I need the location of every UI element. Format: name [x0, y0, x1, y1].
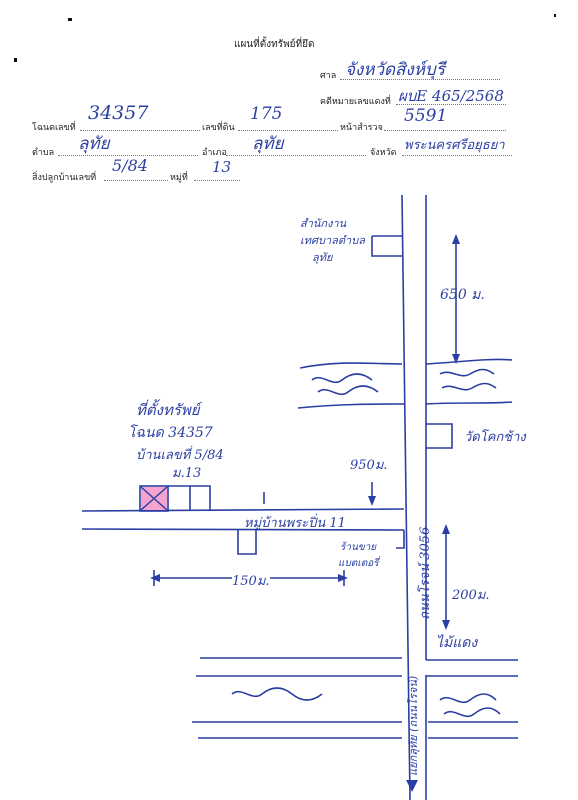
court-dotline: [340, 79, 500, 80]
canal-upper-top: [299, 362, 403, 369]
wave: [317, 385, 379, 396]
wave: [231, 687, 323, 701]
arrow-650-top: [452, 234, 460, 244]
district-label: อำเภอ: [202, 148, 227, 158]
office-label-2: เทศบาลตำบล: [300, 234, 365, 247]
land-no-label: เลขที่ดิน: [202, 123, 235, 133]
survey-label: หน้าสำรวจ: [340, 123, 383, 133]
property-label-4: ม.13: [172, 466, 202, 481]
shop-label-2: แบตเตอรี่: [338, 558, 379, 569]
mai-daeng-label: ไม้แดง: [436, 635, 478, 651]
arrow-150-left: [150, 574, 160, 582]
junction-label: แยกลุทัย (ถนนโรจน์): [407, 675, 420, 776]
arrow-650-bottom: [452, 354, 460, 364]
subdistrict-dotline: [58, 155, 198, 156]
temple-building: [426, 423, 453, 449]
main-road-label: ถนนโรจน์ 3056: [418, 526, 433, 620]
subdistrict-label: ตำบล: [32, 148, 55, 158]
district-value: ลุทัย: [252, 134, 284, 154]
scan-speck: [68, 18, 72, 21]
office-label-1: สำนักงาน: [300, 217, 347, 230]
temple-label: วัดโคกช้าง: [464, 430, 526, 445]
court-value: จังหวัดสิงห์บุรี: [345, 60, 445, 80]
neighbor-plot: [168, 485, 211, 511]
wave: [441, 382, 497, 391]
deed-label: โฉนดเลขที่: [32, 123, 76, 133]
distance-950-label: 950ม.: [350, 458, 388, 473]
case-label: คดีหมายเลขแดงที่: [320, 97, 391, 107]
canal-upper-bottom: [297, 403, 405, 409]
land-no-value: 175: [250, 104, 283, 124]
province-dotline: [402, 155, 512, 156]
wave: [439, 693, 497, 704]
moo-value: 13: [212, 158, 232, 176]
court-label: ศาล: [320, 71, 337, 81]
arrow-950-bottom: [368, 496, 376, 506]
house-dotline: [104, 180, 168, 181]
property-plot-outline: [139, 485, 169, 512]
soi-stub: [237, 530, 257, 555]
district-dotline: [226, 155, 366, 156]
province-label: จังหวัด: [370, 148, 397, 158]
canal-upper-top-right: [425, 358, 513, 365]
shop-building: [396, 530, 405, 549]
survey-dotline: [384, 130, 506, 131]
distance-200-label: 200ม.: [452, 588, 490, 603]
canal-upper-bottom-right: [425, 401, 513, 405]
scan-speck: [554, 14, 556, 17]
deed-value: 34357: [88, 102, 149, 124]
property-label-1: ที่ตั้งทรัพย์: [136, 401, 200, 419]
arrow-down-junction: [406, 780, 418, 792]
office-label-3: ลุทัย: [312, 251, 333, 264]
page-title: แผนที่ตั้งทรัพย์ที่ยึด: [234, 39, 315, 50]
arrow-200-top: [442, 524, 450, 534]
land-no-dotline: [238, 130, 338, 131]
moo-dotline: [194, 180, 240, 181]
wave: [439, 368, 495, 377]
wave: [311, 373, 373, 384]
distance-650-label: 650 ม.: [440, 287, 485, 303]
property-label-3: บ้านเลขที่ 5/84: [136, 448, 224, 463]
shop-label-1: ร้านขาย: [340, 542, 377, 553]
survey-value: 5591: [404, 106, 448, 126]
village-road-label: หมู่บ้านพระปิ่น 11: [244, 516, 346, 531]
wave: [443, 707, 501, 718]
province-value: พระนครศรีอยุธยา: [404, 138, 505, 153]
soi-top-edge: [81, 508, 405, 512]
arrow-200-bottom: [442, 620, 450, 630]
house-label: สิ่งปลูกบ้านเลขที่: [32, 173, 97, 183]
arrow-150-right: [338, 574, 348, 582]
scan-speck: [14, 58, 17, 62]
distance-150-label: 150ม.: [232, 570, 270, 591]
soi-bottom-edge: [81, 528, 405, 531]
office-building: [371, 235, 402, 257]
main-road-left-edge: [401, 194, 411, 800]
deed-dotline: [80, 130, 200, 131]
subdistrict-value: ลุทัย: [78, 134, 110, 154]
case-dotline: [396, 104, 506, 105]
case-value: ผบE 465/2568: [398, 87, 504, 105]
property-cross: [140, 486, 168, 511]
property-label-2: โฉนด 34357: [128, 425, 213, 441]
moo-label: หมู่ที่: [170, 173, 188, 183]
house-value: 5/84: [112, 156, 148, 175]
